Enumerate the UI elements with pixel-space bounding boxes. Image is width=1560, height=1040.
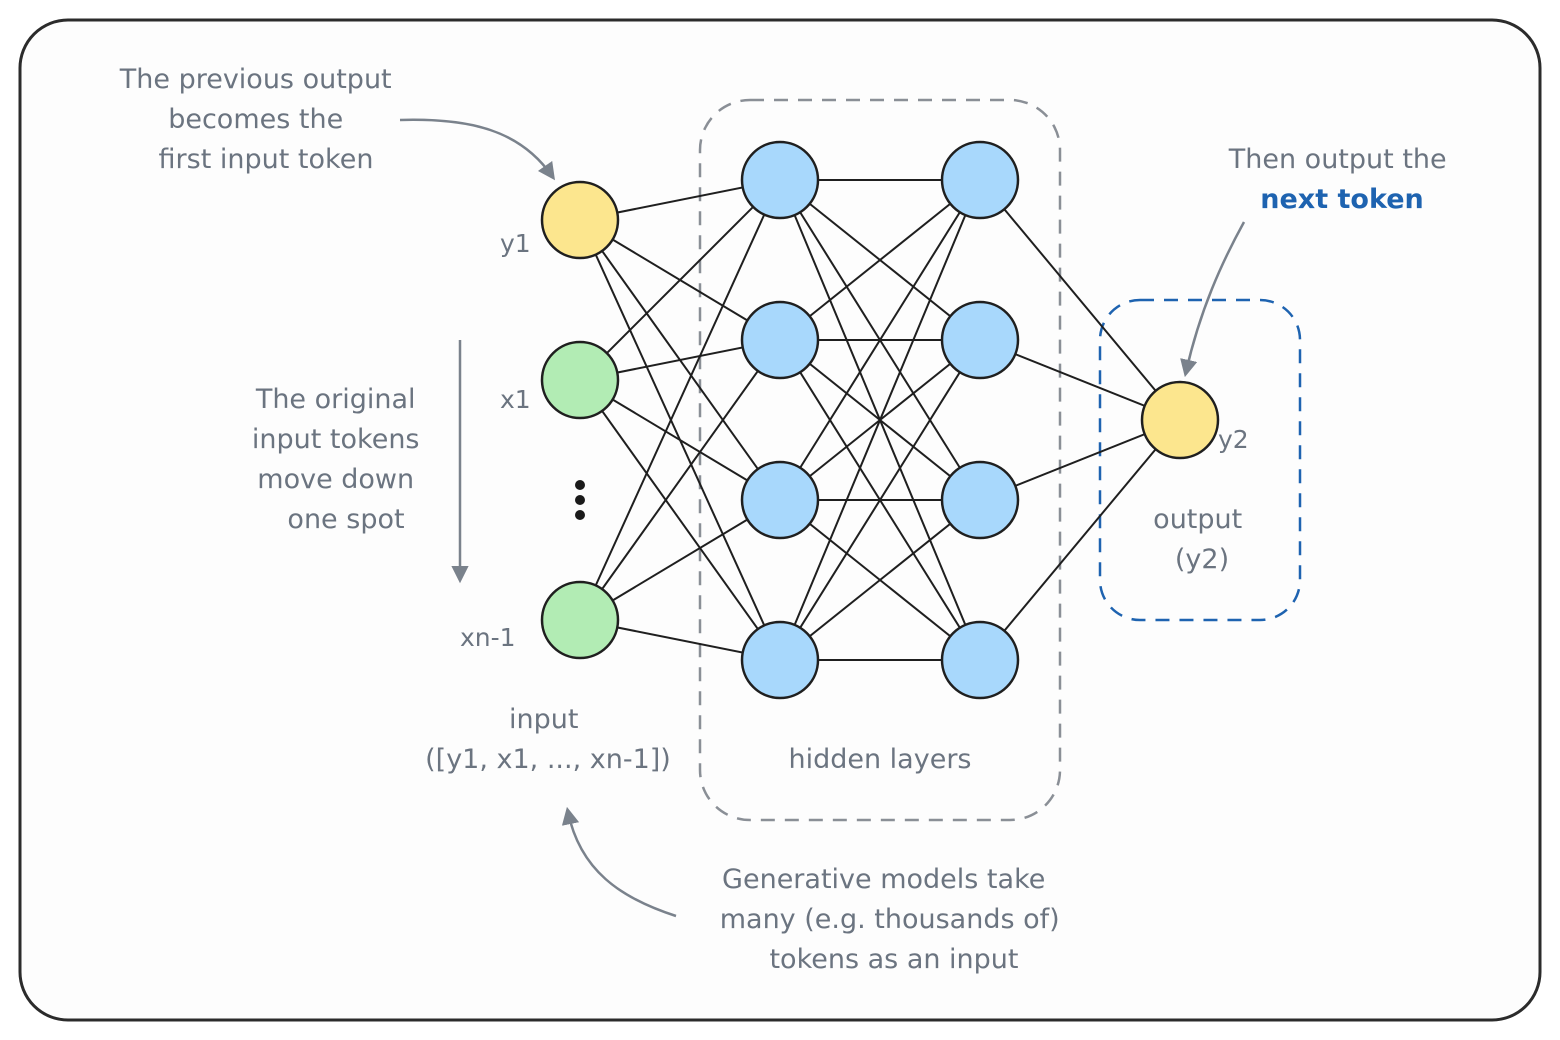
note-next-token: Then output the next token — [1228, 144, 1455, 215]
input-group-label-line: input — [509, 704, 578, 735]
label-xn-1: xn-1 — [460, 623, 516, 652]
arrow-previous-output — [399, 118, 556, 181]
note-previous-output: The previous output becomes the first in… — [119, 64, 400, 175]
node-xn-1 — [540, 580, 620, 660]
edge — [579, 339, 781, 621]
label-y2: y2 — [1218, 425, 1249, 454]
edge — [779, 179, 981, 661]
note-line: one spot — [287, 504, 404, 535]
node-x1 — [540, 340, 620, 420]
note-line: many (e.g. thousands of) — [720, 904, 1060, 935]
hidden-node — [740, 300, 820, 380]
note-line: input tokens — [252, 424, 420, 455]
ellipsis-dots — [575, 480, 585, 520]
hidden-node — [740, 140, 820, 220]
note-line: move down — [257, 464, 414, 495]
label-x1: x1 — [500, 385, 531, 414]
note-generative: Generative models take many (e.g. thousa… — [720, 864, 1069, 975]
hidden-node — [940, 140, 1020, 220]
output-group-label-line: (y2) — [1175, 544, 1229, 575]
edge — [579, 379, 781, 661]
note-line: Generative models take — [722, 864, 1045, 895]
edge — [779, 179, 981, 341]
edge — [779, 339, 981, 661]
note-highlight: next token — [1260, 184, 1423, 215]
note-original-inputs: The original input tokens move down one … — [252, 384, 428, 535]
hidden-node — [940, 460, 1020, 540]
note-line: Then output the — [1228, 144, 1447, 175]
note-line: becomes the — [168, 104, 343, 135]
node-y2 — [1140, 380, 1220, 460]
hidden-layers-label: hidden layers — [788, 744, 971, 775]
note-line: The original — [255, 384, 416, 415]
edge — [579, 179, 781, 621]
input-group-label: input ([y1, x1, ..., xn-1]) — [425, 704, 671, 775]
edge — [979, 179, 1181, 421]
label-y1: y1 — [500, 229, 531, 258]
output-group-label: output (y2) — [1153, 504, 1251, 575]
note-line: The previous output — [119, 64, 392, 95]
hidden-node — [940, 300, 1020, 380]
output-box — [1098, 298, 1302, 622]
hidden-node — [740, 620, 820, 700]
hidden-node — [740, 460, 820, 540]
edge — [779, 499, 981, 661]
node-y1 — [540, 180, 620, 260]
output-group-label-line: output — [1153, 504, 1242, 535]
note-line: first input token — [159, 144, 374, 175]
note-line: tokens as an input — [769, 944, 1018, 975]
hidden-layers-box — [698, 98, 1062, 822]
hidden-node — [940, 620, 1020, 700]
arrow-generative — [561, 806, 677, 918]
edge — [979, 419, 1181, 661]
input-group-label-line: ([y1, x1, ..., xn-1]) — [425, 744, 671, 775]
edge — [579, 179, 781, 381]
edge — [779, 179, 981, 501]
arrow-next-token — [1180, 221, 1246, 378]
